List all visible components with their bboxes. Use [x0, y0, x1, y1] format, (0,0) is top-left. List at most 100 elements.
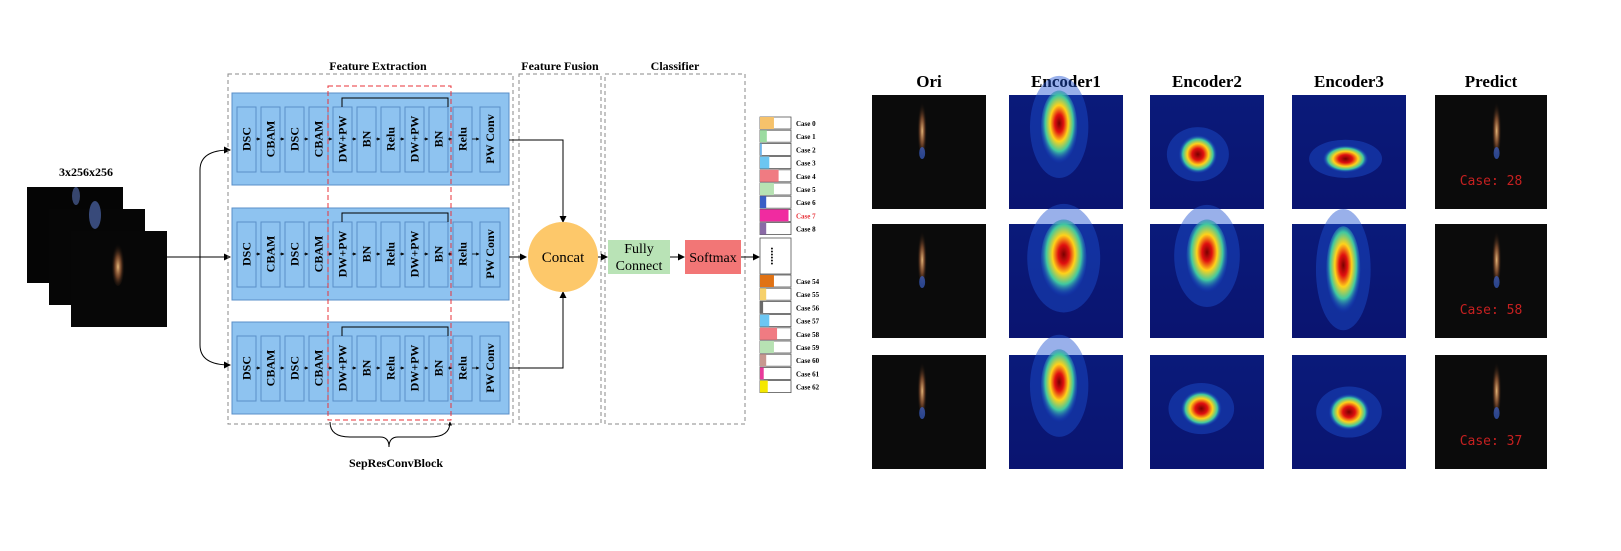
class-entry: Case 60 [759, 353, 820, 367]
layer-block [260, 221, 281, 288]
class-label: Case 0 [796, 120, 816, 128]
class-label: Case 2 [796, 146, 816, 154]
class-label: Case 56 [796, 304, 820, 312]
layer-label: BN [360, 130, 374, 147]
fully-connect-label-line2: Connect [616, 259, 663, 274]
heatmap-hotspot [1180, 390, 1222, 427]
class-label: Case 4 [796, 173, 816, 181]
layer-label: PW Conv [483, 114, 497, 163]
class-bar-fill [760, 169, 779, 182]
class-label: Case 54 [796, 278, 820, 286]
class-entry: Case 57 [759, 314, 820, 328]
branch-to-concat-top [509, 139, 567, 223]
feature-fusion-title: Feature Fusion [521, 59, 599, 73]
grid-column-header: Predict [1465, 72, 1518, 91]
layer-block [479, 106, 501, 173]
layer-block [428, 221, 449, 288]
class-label: Case 1 [796, 133, 816, 141]
class-bar-fill [760, 275, 774, 287]
class-label: Case 62 [796, 384, 820, 392]
layer-label: DSC [240, 242, 254, 266]
class-bar-fill [760, 143, 762, 156]
class-bar-fill [760, 341, 774, 353]
class-bar-fill [760, 130, 767, 143]
class-label: Case 59 [796, 344, 820, 352]
class-label: Case 61 [796, 370, 820, 378]
layer-block [428, 106, 449, 173]
layer-block [380, 221, 401, 288]
predict-flame-image [1435, 95, 1547, 209]
layer-label: Relu [384, 127, 398, 151]
layer-block [236, 221, 257, 288]
layer-label: DW+PW [336, 231, 350, 278]
class-entry: Case 61 [759, 366, 820, 380]
flame-image [919, 147, 926, 159]
layer-label: CBAM [264, 350, 278, 387]
heatmap-hotspot [1178, 134, 1218, 174]
grid-column-header: Ori [916, 72, 942, 91]
layer-block [404, 106, 425, 173]
class-bar-frame [759, 366, 792, 380]
flame-image [1493, 407, 1500, 419]
flame-image [111, 238, 125, 286]
layer-block [452, 335, 473, 402]
input-size-label: 3x256x256 [59, 165, 113, 179]
flame-image [1493, 276, 1500, 288]
layer-block [404, 221, 425, 288]
flame-image [1491, 355, 1502, 415]
concat-label: Concat [542, 250, 585, 266]
class-entry: Case 7 [759, 208, 816, 222]
layer-block [284, 106, 305, 173]
layer-label: PW Conv [483, 229, 497, 278]
flame-image [1493, 147, 1500, 159]
sep-res-conv-block-label: SepResConvBlock [349, 456, 443, 470]
layer-block [479, 221, 501, 288]
input-image-stack [27, 187, 167, 327]
layer-block [356, 106, 377, 173]
layer-label: Relu [456, 356, 470, 380]
class-entry: Case 2 [759, 142, 816, 156]
class-entry: Case 4 [759, 169, 816, 183]
layer-block [284, 335, 305, 402]
class-label: Case 5 [796, 186, 816, 194]
layer-block [452, 106, 473, 173]
class-entry: Case 3 [759, 156, 816, 170]
class-label: Case 55 [796, 291, 820, 299]
class-entry: Case 0 [759, 116, 816, 130]
layer-label: DSC [240, 127, 254, 151]
class-bar-fill [760, 380, 768, 393]
layer-label: CBAM [264, 121, 278, 158]
class-label: Case 6 [796, 199, 816, 207]
prediction-label: Case: 28 [1460, 174, 1523, 189]
class-bar-fill [760, 314, 770, 327]
class-label: Case 7 [796, 212, 816, 220]
class-bar-fill [760, 222, 767, 235]
class-label: Case 3 [796, 160, 816, 168]
class-label: Case 58 [796, 331, 820, 339]
class-label: Case 57 [796, 318, 820, 326]
sep-res-conv-block-region [327, 85, 452, 421]
layer-block [404, 335, 425, 402]
layer-label: BN [360, 359, 374, 376]
layer-label: Relu [456, 242, 470, 266]
layer-label: CBAM [312, 121, 326, 158]
class-bar-fill [760, 288, 767, 301]
layer-block [380, 335, 401, 402]
concat-node [528, 222, 598, 292]
class-entry: Case 56 [759, 300, 820, 314]
classifier-box [604, 73, 746, 425]
flame-image [917, 355, 928, 415]
layer-block [236, 335, 257, 402]
class-entry: Case 8 [759, 222, 816, 236]
ellipsis-label: ...... [768, 247, 782, 265]
flame-image [917, 95, 928, 155]
residual-connection [341, 326, 449, 336]
class-bar-fill [760, 301, 764, 314]
layer-label: DW+PW [408, 345, 422, 392]
heatmap-hotspot [1040, 90, 1078, 164]
class-bar-fill [760, 156, 770, 169]
layer-block [260, 335, 281, 402]
